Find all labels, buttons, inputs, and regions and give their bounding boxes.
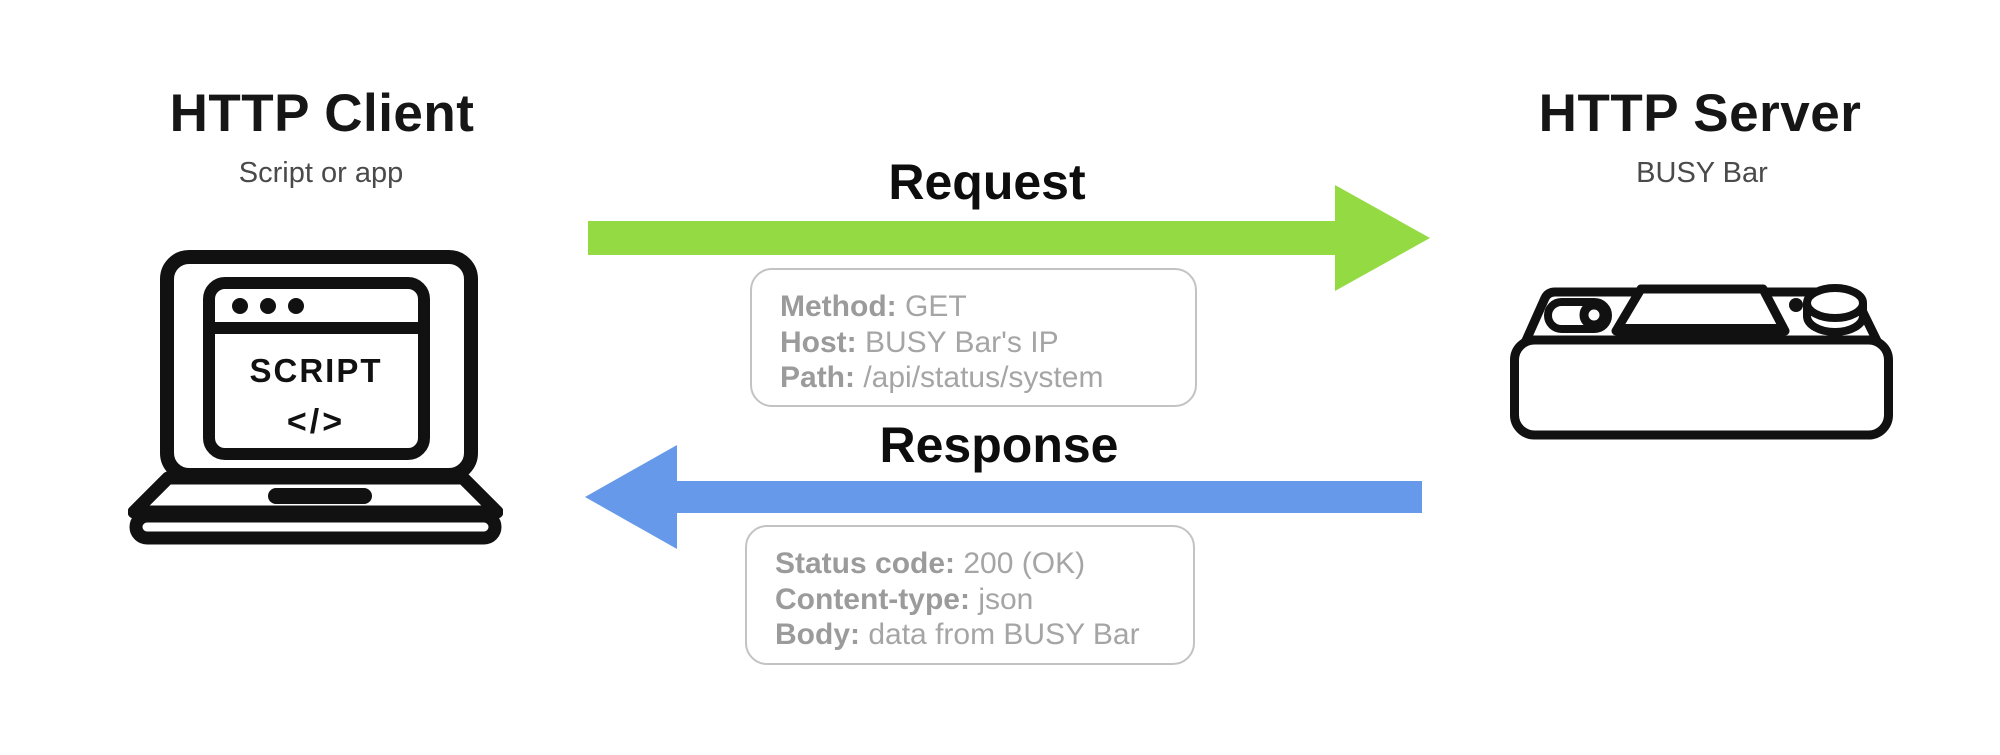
response-field-row: Content-type: json [775, 582, 1193, 618]
request-field-row: Path: /api/status/system [780, 360, 1195, 396]
field-label: Status code: [775, 547, 956, 580]
request-arrow-icon [588, 185, 1430, 291]
browser-dot-icon [288, 298, 304, 314]
field-label: Method: [780, 290, 897, 323]
field-value: 200 (OK) [963, 547, 1086, 580]
field-value: /api/status/system [863, 361, 1104, 394]
server-title: HTTP Server [1538, 84, 1862, 143]
field-label: Content-type: [775, 582, 970, 616]
laptop-screen-label: SCRIPT [249, 352, 382, 389]
laptop-icon: SCRIPT </> [128, 250, 503, 545]
response-details-box: Status code: 200 (OK) Content-type: json… [745, 525, 1195, 665]
request-field-row: Host: BUSY Bar's IP [780, 325, 1195, 361]
request-details-box: Method: GET Host: BUSY Bar's IP Path: /a… [750, 268, 1197, 407]
code-icon: </> [287, 403, 345, 441]
field-value: BUSY Bar's IP [865, 325, 1059, 359]
server-subtitle: BUSY Bar [1636, 157, 1768, 189]
response-arrow-icon [585, 445, 1422, 549]
device-knob [1803, 284, 1867, 322]
request-label: Request [888, 154, 1086, 210]
field-value: data from BUSY Bar [868, 618, 1140, 651]
response-field-row: Status code: 200 (OK) [775, 546, 1193, 582]
field-label: Body: [775, 618, 860, 651]
field-value: GET [904, 290, 967, 323]
response-label: Response [879, 417, 1119, 473]
trackpad-notch [268, 488, 372, 504]
browser-dot-icon [232, 298, 248, 314]
device-ring [1579, 300, 1609, 330]
request-field-row: Method: GET [780, 289, 1195, 325]
field-label: Path: [780, 361, 855, 394]
browser-dot-icon [260, 298, 276, 314]
response-field-row: Body: data from BUSY Bar [775, 617, 1193, 653]
field-label: Host: [780, 325, 857, 359]
busy-bar-device-icon [1510, 284, 1893, 440]
client-subtitle: Script or app [238, 157, 404, 189]
device-dot [1789, 298, 1803, 312]
field-value: json [978, 582, 1034, 616]
client-title: HTTP Client [169, 84, 475, 143]
